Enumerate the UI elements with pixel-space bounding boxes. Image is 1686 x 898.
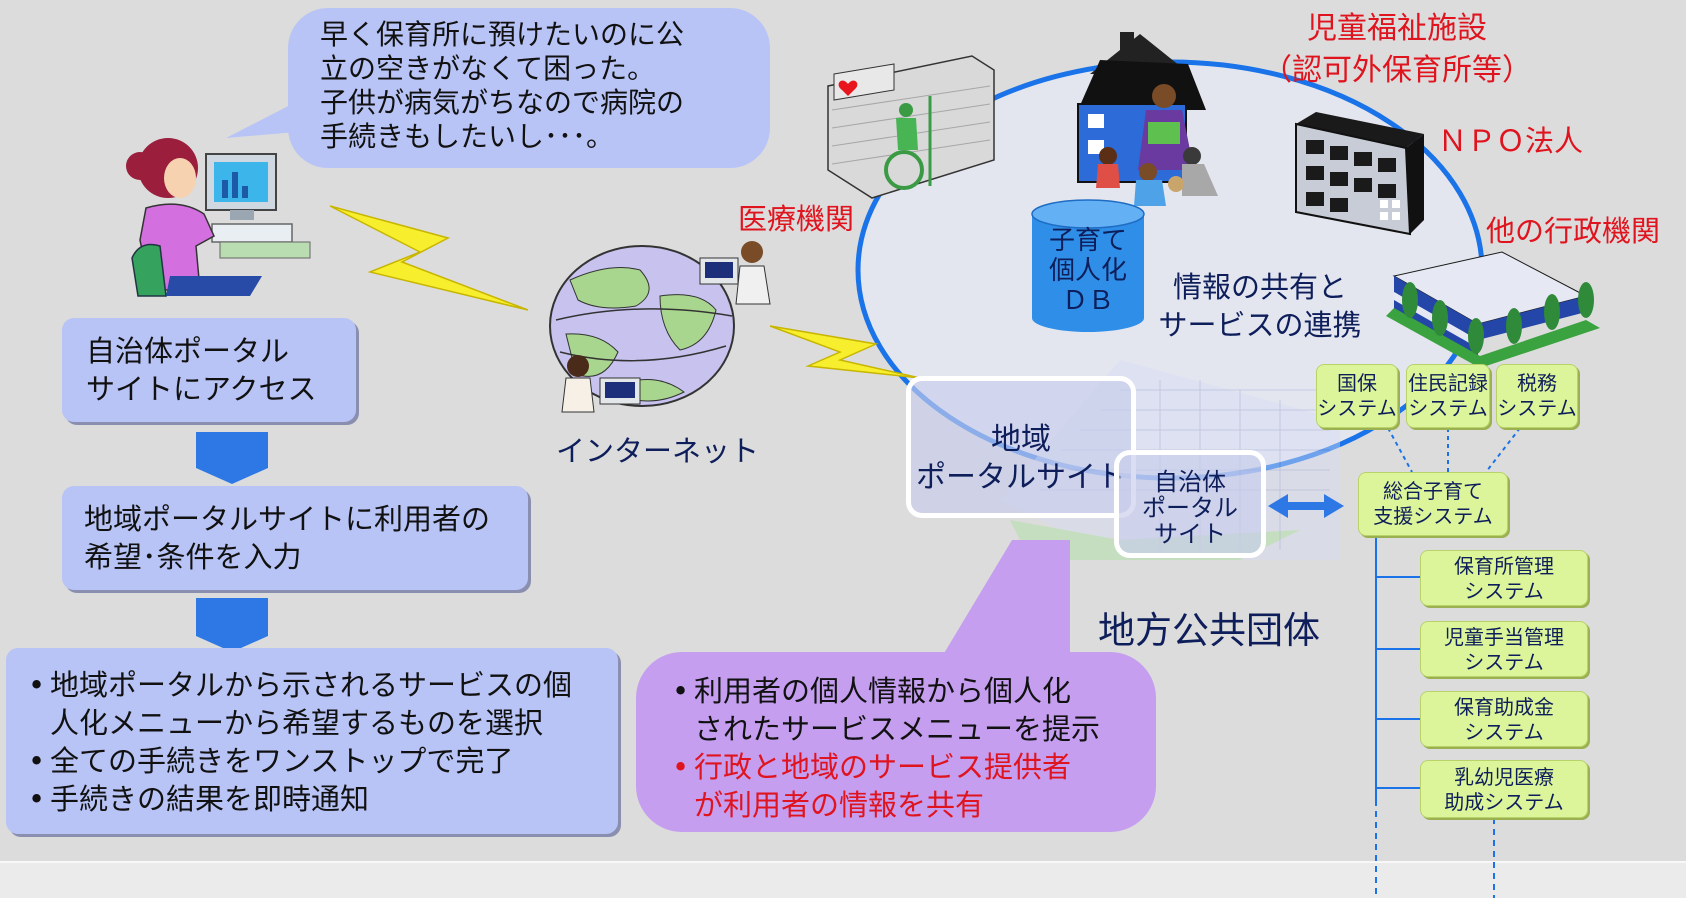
step3-item-3-line-1: 手続きの結果を即時通知 xyxy=(50,782,370,816)
user-at-computer-icon xyxy=(126,138,311,297)
step3-item-1-line-2: 人化メニューから希望するものを選択 xyxy=(50,706,544,740)
speech-line-4: 手続きもしたいし･･･。 xyxy=(320,120,615,153)
regional-portal-box: 地域 ポータルサイト xyxy=(906,376,1136,518)
step2-line-1: 地域ポータルサイトに利用者の xyxy=(84,502,491,536)
purple-bubble-text: • 利用者の個人情報から個人化 されたサービスメニューを提示 • 行政と地域のサ… xyxy=(668,672,1100,824)
internet-user-bottom-icon xyxy=(561,355,641,413)
sub-system-3-line-1: 保育助成金 xyxy=(1454,695,1554,719)
welfare-label-line-1: 児童福祉施設 xyxy=(1307,11,1487,46)
bullet: • xyxy=(28,782,46,816)
hub-system-line-1: 総合子育て xyxy=(1383,479,1483,503)
sub-system-4-line-1: 乳幼児医療 xyxy=(1454,765,1554,789)
sub-system-2-line-2: システム xyxy=(1464,650,1544,674)
step1-line-2: サイトにアクセス xyxy=(86,372,317,406)
regional-portal-line-2: ポータルサイト xyxy=(916,460,1126,495)
step3-item-1: • 地域ポータルから示されるサービスの個 人化メニューから希望するものを選択 xyxy=(24,666,618,742)
step1-line-1: 自治体ポータル xyxy=(86,334,290,368)
municipal-portal-box: 自治体 ポータル サイト xyxy=(1114,450,1266,558)
system-top-1-line-2: システム xyxy=(1317,396,1397,420)
hub-system-box: 総合子育て 支援システム xyxy=(1358,472,1508,536)
internet-label: インターネット xyxy=(556,434,760,468)
speech-line-1: 早く保育所に預けたいのに公 xyxy=(320,18,685,51)
speech-line-3: 子供が病気がちなので病院の xyxy=(320,86,685,119)
internet-user-top-icon xyxy=(699,241,771,305)
purple-item-1-line-2: されたサービスメニューを提示 xyxy=(694,712,1101,746)
database-label: 子育て 個人化 ＤＢ xyxy=(1040,226,1136,316)
sub-system-3-line-2: システム xyxy=(1464,720,1544,744)
municipal-portal-line-3: サイト xyxy=(1154,520,1226,548)
database-icon xyxy=(1031,199,1145,332)
municipal-portal-line-1: 自治体 xyxy=(1154,468,1226,496)
sub-system-1-line-2: システム xyxy=(1464,579,1544,603)
local-gov-label: 地方公共団体 xyxy=(1098,609,1320,652)
bullet: • xyxy=(28,668,46,702)
system-top-3-line-1: 税務 xyxy=(1517,371,1557,395)
other-gov-label: 他の行政機関 xyxy=(1486,214,1661,248)
system-top-2-line-2: システム xyxy=(1408,396,1488,420)
system-box-top-3: 税務 システム xyxy=(1496,364,1578,428)
municipal-portal-line-2: ポータル xyxy=(1142,494,1238,522)
sub-system-1-line-1: 保育所管理 xyxy=(1454,554,1554,578)
sub-system-box-1: 保育所管理 システム xyxy=(1420,550,1588,606)
step1-box: 自治体ポータル サイトにアクセス xyxy=(62,318,356,422)
npo-building-icon xyxy=(1295,112,1424,236)
bottom-band xyxy=(0,862,1686,898)
double-arrow-icon xyxy=(1268,494,1344,518)
database-label-line-1: 子育て xyxy=(1048,226,1127,256)
step3-item-1-line-1: 地域ポータルから示されるサービスの個 xyxy=(50,668,573,702)
database-label-line-2: 個人化 xyxy=(1048,256,1127,286)
npo-label: ＮＰＯ法人 xyxy=(1438,124,1584,158)
purple-item-1: • 利用者の個人情報から個人化 されたサービスメニューを提示 xyxy=(668,672,1100,748)
step3-list: • 地域ポータルから示されるサービスの個 人化メニューから希望するものを選択 •… xyxy=(24,666,618,818)
purple-item-1-line-1: 利用者の個人情報から個人化 xyxy=(694,674,1072,708)
user-speech-bubble: 早く保育所に預けたいのに公 立の空きがなくて困った。 子供が病気がちなので病院の… xyxy=(288,8,770,168)
sharing-label-line-1: 情報の共有と xyxy=(1172,270,1347,304)
sub-system-2-line-1: 児童手当管理 xyxy=(1444,625,1564,649)
sub-system-box-4: 乳幼児医療 助成システム xyxy=(1420,760,1588,818)
system-box-top-2: 住民記録 システム xyxy=(1406,364,1490,428)
purple-bubble-shape xyxy=(636,540,1156,832)
database-label-line-3: ＤＢ xyxy=(1061,286,1114,316)
hospital-label: 医療機関 xyxy=(738,202,855,236)
purple-item-2-line-2: が利用者の情報を共有 xyxy=(694,788,985,822)
bullet: • xyxy=(28,744,46,778)
system-top-1-line-1: 国保 xyxy=(1337,371,1377,395)
regional-portal-line-1: 地域 xyxy=(991,422,1051,457)
purple-item-2-line-1: 行政と地域のサービス提供者 xyxy=(694,750,1072,784)
globe-icon xyxy=(549,245,735,407)
bullet: • xyxy=(672,750,690,784)
government-building-icon xyxy=(1386,251,1600,368)
system-connectors xyxy=(1375,427,1521,898)
system-top-3-line-2: システム xyxy=(1497,396,1577,420)
sharing-label-line-2: サービスの連携 xyxy=(1158,308,1362,342)
sub-system-box-2: 児童手当管理 システム xyxy=(1420,621,1588,677)
welfare-label-line-2: （認可外保育所等） xyxy=(1262,53,1532,88)
system-top-2-line-1: 住民記録 xyxy=(1408,371,1488,395)
welfare-facility-icon xyxy=(1077,32,1218,206)
speech-line-2: 立の空きがなくて困った。 xyxy=(320,52,656,85)
bullet: • xyxy=(672,674,690,708)
sharing-label: 情報の共有と サービスの連携 xyxy=(1150,268,1370,344)
sub-system-box-3: 保育助成金 システム xyxy=(1420,691,1588,747)
hub-system-line-2: 支援システム xyxy=(1373,504,1493,528)
step3-box: • 地域ポータルから示されるサービスの個 人化メニューから希望するものを選択 •… xyxy=(6,648,618,834)
system-box-top-1: 国保 システム xyxy=(1316,364,1398,428)
sub-system-4-line-2: 助成システム xyxy=(1444,790,1564,814)
purple-bubble-list: • 利用者の個人情報から個人化 されたサービスメニューを提示 • 行政と地域のサ… xyxy=(668,672,1100,824)
down-arrow-2 xyxy=(196,598,268,652)
step3-item-2: • 全ての手続きをワンストップで完了 xyxy=(24,742,618,780)
step2-line-2: 希望･条件を入力 xyxy=(84,540,302,574)
step2-box: 地域ポータルサイトに利用者の 希望･条件を入力 xyxy=(62,486,528,590)
purple-item-2: • 行政と地域のサービス提供者 が利用者の情報を共有 xyxy=(668,748,1100,824)
step3-item-3: • 手続きの結果を即時通知 xyxy=(24,780,618,818)
welfare-label: 児童福祉施設 （認可外保育所等） xyxy=(1232,8,1562,92)
lightning-bolt-1-icon xyxy=(329,205,529,311)
down-arrow-1 xyxy=(196,432,268,484)
step3-item-2-line-1: 全ての手続きをワンストップで完了 xyxy=(50,744,514,778)
hospital-icon xyxy=(827,55,995,199)
